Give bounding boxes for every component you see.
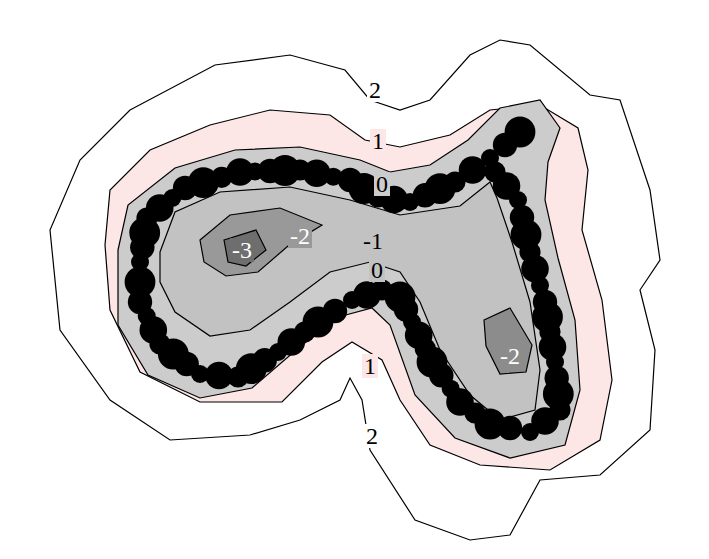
atom-circle <box>505 117 536 148</box>
contour-2 <box>50 40 660 540</box>
contour-minus-2-left <box>200 208 322 276</box>
contour-level-label: 0 <box>369 258 385 282</box>
contour-level-label: 0 <box>374 172 390 196</box>
contour-level-label: -1 <box>361 229 385 253</box>
contour-minus-1 <box>160 182 540 420</box>
contour-level-label: -3 <box>230 238 254 262</box>
atom-circle <box>205 362 233 390</box>
contour-minus-2-right <box>484 308 532 374</box>
contour-level-label: 1 <box>370 129 386 153</box>
contour-minus-3 <box>224 230 266 266</box>
contour-level-label: 2 <box>367 78 383 102</box>
contour-level-label: -2 <box>288 224 312 248</box>
contour-level-label: 1 <box>362 354 378 378</box>
contour-level-label: -2 <box>498 344 522 368</box>
atom-circle <box>521 423 539 441</box>
atom-chain <box>125 117 574 441</box>
contour-level-label: 2 <box>364 424 380 448</box>
atom-circle <box>125 267 156 298</box>
contour-0 <box>118 100 580 458</box>
